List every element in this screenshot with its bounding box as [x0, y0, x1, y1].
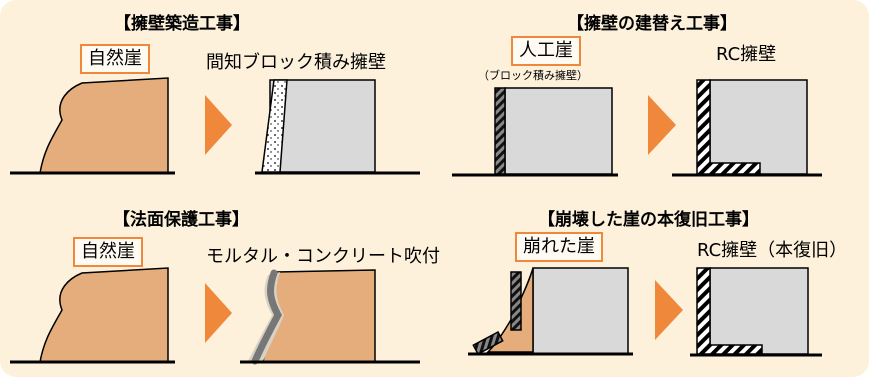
broken-wall-piece	[472, 330, 504, 356]
backfill-block	[532, 267, 629, 355]
backfill-block	[709, 267, 809, 355]
backfill-block	[709, 79, 808, 175]
backfill-block	[504, 87, 613, 175]
after-label-rc-wall-restoration: RC擁壁（本復旧）	[697, 240, 848, 261]
section-title-replacement: 【擁壁の建替え工事】	[567, 14, 737, 34]
before-label-natural-cliff: 自然崖	[73, 237, 143, 267]
mortar-spray-edge	[251, 269, 282, 365]
before-label-artificial-cliff: 人工崖	[511, 36, 581, 66]
section-title-retaining-wall: 【擁壁築造工事】	[114, 14, 250, 34]
old-block-wall	[494, 87, 506, 175]
broken-wall-piece	[510, 271, 522, 331]
transition-arrow	[655, 280, 683, 340]
transition-arrow	[205, 283, 232, 343]
section-replacement-graphics	[452, 79, 822, 177]
section-retaining-wall-graphics	[10, 77, 420, 175]
section-restoration-graphics	[468, 267, 822, 357]
transition-arrow	[205, 95, 232, 155]
backfill-block	[269, 79, 376, 173]
natural-cliff-soil	[39, 267, 169, 363]
after-label-masonry-wall: 間知ブロック積み擁壁	[206, 52, 386, 73]
section-title-slope-protection: 【法面保護工事】	[113, 210, 249, 230]
section-slope-protection-graphics	[10, 267, 420, 365]
section-title-restoration: 【崩壊した崖の本復旧工事】	[538, 210, 759, 230]
after-label-mortar-spray: モルタル・コンクリート吹付	[206, 246, 440, 267]
transition-arrow	[648, 95, 676, 155]
natural-cliff-soil	[39, 77, 169, 174]
before-label-natural-cliff: 自然崖	[80, 44, 150, 74]
before-sublabel-block-wall: （ブロック積み擁壁）	[478, 69, 588, 82]
before-label-collapsed-cliff: 崩れた崖	[515, 232, 603, 262]
after-label-rc-wall: RC擁壁	[716, 44, 777, 65]
mortar-spray-layer	[248, 272, 284, 361]
